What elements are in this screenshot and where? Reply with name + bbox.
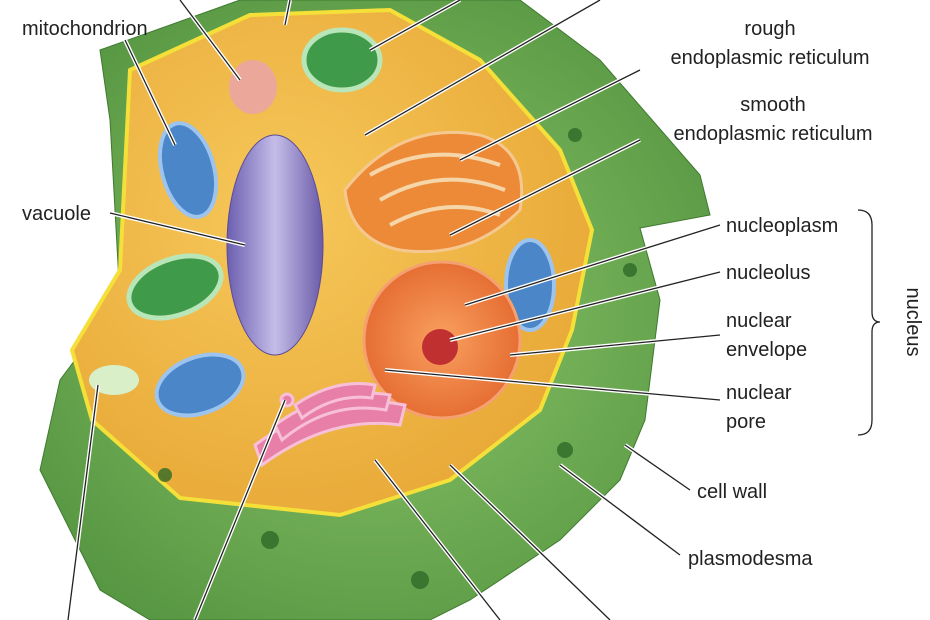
mitochondrion	[157, 121, 219, 219]
mitochondrion	[154, 352, 246, 418]
leader-lines	[66, 0, 721, 620]
vesicle	[89, 365, 139, 395]
label-plasmodesma: plasmodesma	[688, 548, 813, 570]
plasmodesmata	[158, 128, 637, 589]
chloroplast	[126, 253, 224, 321]
label-smooth-er-1: smooth	[740, 94, 806, 116]
label-rough-er-1: rough	[744, 18, 795, 40]
label-nucleoplasm: nucleoplasm	[726, 215, 838, 237]
golgi-apparatus	[253, 382, 407, 468]
label-smooth-er-2: endoplasmic reticulum	[674, 123, 873, 145]
rough-er	[368, 152, 506, 227]
chloroplast	[301, 27, 383, 93]
label-nuclear-envelope-2: envelope	[726, 339, 807, 361]
vacuole	[226, 134, 324, 356]
label-cell-wall: cell wall	[697, 481, 767, 503]
label-nucleolus: nucleolus	[726, 262, 811, 284]
label-nuclear-pore-2: pore	[726, 411, 766, 433]
label-vacuole: vacuole	[22, 203, 91, 225]
ribosome-cluster	[229, 60, 277, 114]
label-rough-er-2: endoplasmic reticulum	[671, 47, 870, 69]
nucleus-bracket	[857, 209, 881, 436]
label-mitochondrion: mitochondrion	[22, 18, 148, 40]
label-nucleus: nucleus	[902, 288, 924, 357]
label-nuclear-pore-1: nuclear	[726, 382, 792, 404]
label-nuclear-envelope-1: nuclear	[726, 310, 792, 332]
nucleolus	[422, 329, 458, 365]
